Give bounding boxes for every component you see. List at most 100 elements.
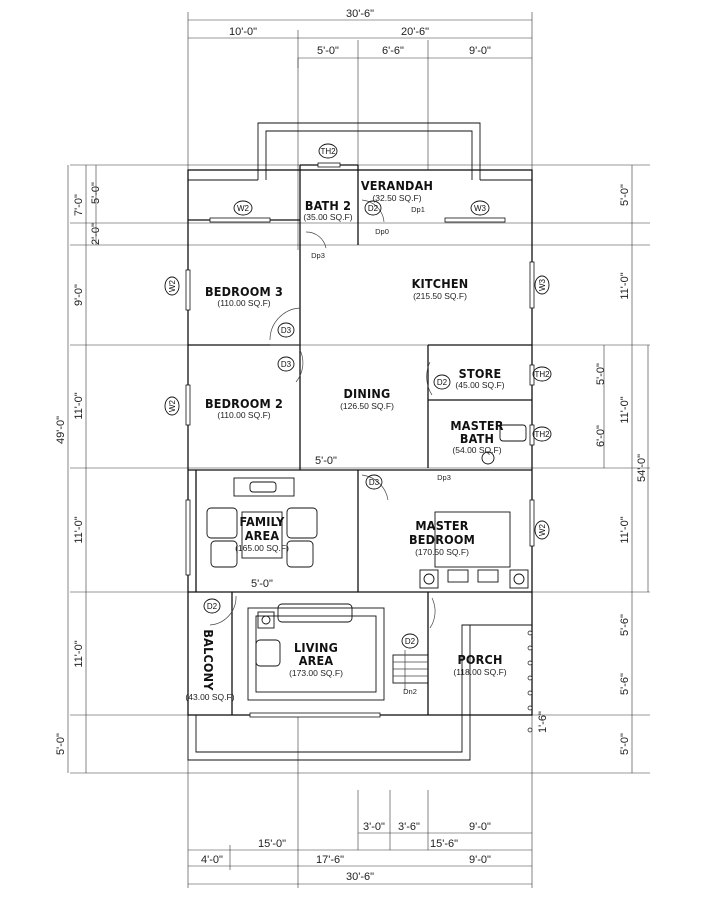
bottom-dim: 3'-6" xyxy=(398,821,420,833)
roof-outline xyxy=(187,122,532,761)
tag-th2: TH2 xyxy=(534,370,550,379)
tag-d2: D2 xyxy=(207,602,218,611)
room-bedroom2-area: (110.00 SQ.F) xyxy=(217,410,270,420)
room-porch-name: PORCH xyxy=(457,652,502,667)
bottom-dimensions: 3'-0" 3'-6" 9'-0" 15'-0" 15'-6" 4'-0" 17… xyxy=(188,821,532,885)
left-dim: 11'-0" xyxy=(73,640,85,667)
tag-dp3: Dp3 xyxy=(437,473,451,482)
bottom-dim: 9'-0" xyxy=(469,821,491,833)
right-dim: 5'-6" xyxy=(619,673,631,695)
left-dim: 5'-0" xyxy=(55,733,67,755)
room-kitchen-name: KITCHEN xyxy=(412,276,469,291)
top-dimensions: 30'-6" 10'-0" 20'-6" 5'-0" 6'-6" 9'-0" xyxy=(188,8,532,68)
top-sub-dim: 5'-0" xyxy=(317,45,339,57)
tag-w2: W2 xyxy=(168,399,177,412)
family-inner-dim: 5'-0" xyxy=(251,578,273,590)
tag-dp0: Dp0 xyxy=(375,227,389,236)
right-dimensions: 5'-0" 11'-0" 5'-0" 11'-0" 6'-0" 54'-0" 1… xyxy=(537,165,649,773)
room-verandah-name: VERANDAH xyxy=(361,178,433,193)
room-verandah-area: (32.50 SQ.F) xyxy=(372,193,421,203)
room-masterbed-area: (170.50 SQ.F) xyxy=(415,547,469,557)
room-kitchen-area: (215.50 SQ.F) xyxy=(413,291,467,301)
tag-w3: W3 xyxy=(474,204,487,213)
top-left-dim: 10'-0" xyxy=(229,26,257,38)
dining-inner-dim: 5'-0" xyxy=(315,455,337,467)
tag-d3: D3 xyxy=(281,326,292,335)
room-family-name: AREA xyxy=(245,528,280,543)
tag-d3: D3 xyxy=(281,360,292,369)
room-bath2-area: (35.00 SQ.F) xyxy=(303,212,352,222)
right-dim: 1'-6" xyxy=(537,711,549,733)
left-dim: 2'-0" xyxy=(90,223,102,245)
tag-w3: W3 xyxy=(538,278,547,291)
right-dim: 11'-0" xyxy=(619,516,631,543)
room-balcony-name: BALCONY xyxy=(201,629,216,691)
room-masterbath-name: BATH xyxy=(460,431,494,446)
room-bedroom2-name: BEDROOM 2 xyxy=(205,396,283,411)
left-dim: 11'-0" xyxy=(73,516,85,543)
room-masterbed-name: BEDROOM xyxy=(409,532,475,547)
top-overall-dim: 30'-6" xyxy=(346,8,374,20)
room-masterbath-name: MASTER xyxy=(450,418,503,433)
tag-w2: W2 xyxy=(168,279,177,292)
room-dining-area: (126.50 SQ.F) xyxy=(340,401,394,411)
right-dim: 6'-0" xyxy=(595,425,607,447)
tag-d2: D2 xyxy=(405,637,416,646)
room-family-area: (165.00 SQ.F) xyxy=(235,543,289,553)
right-dim: 5'-6" xyxy=(619,614,631,636)
left-dimensions: 49'-0" 7'-0" 5'-0" 2'-0" 9'-0" 11'-0" 11… xyxy=(55,165,102,773)
right-dim: 5'-0" xyxy=(619,733,631,755)
room-family-name: FAMILY xyxy=(240,514,286,529)
bottom-dim: 3'-0" xyxy=(363,821,385,833)
room-masterbath-area: (54.00 SQ.F) xyxy=(452,445,501,455)
grid-lines xyxy=(70,12,650,888)
left-dim: 11'-0" xyxy=(73,392,85,419)
right-dim: 11'-0" xyxy=(619,272,631,299)
tag-th2: TH2 xyxy=(534,430,550,439)
room-bedroom3-name: BEDROOM 3 xyxy=(205,284,283,299)
right-dim: 5'-0" xyxy=(619,184,631,206)
porch-stairs xyxy=(392,630,533,733)
right-dim: 11'-0" xyxy=(619,396,631,423)
tag-dn2: Dn2 xyxy=(403,687,417,696)
bottom-dim: 17'-6" xyxy=(316,854,344,866)
bottom-dim: 15'-6" xyxy=(430,838,458,850)
bottom-dim: 9'-0" xyxy=(469,854,491,866)
room-store-name: STORE xyxy=(459,366,502,381)
room-bedroom3-area: (110.00 SQ.F) xyxy=(217,298,270,308)
room-masterbed-name: MASTER xyxy=(415,518,468,533)
tag-d3: D3 xyxy=(369,478,380,487)
right-dim: 5'-0" xyxy=(595,363,607,385)
tag-th2: TH2 xyxy=(320,147,336,156)
left-dim: 9'-0" xyxy=(73,284,85,306)
room-living-name: AREA xyxy=(299,653,334,668)
room-dining-name: DINING xyxy=(344,386,391,401)
bottom-overall-dim: 30'-6" xyxy=(346,871,374,883)
room-balcony-area: (43.00 SQ.F) xyxy=(185,692,234,702)
right-overall-dim: 54'-0" xyxy=(636,454,648,482)
tag-dp1: Dp1 xyxy=(411,205,425,214)
tag-d2: D2 xyxy=(368,204,379,213)
tag-d2: D2 xyxy=(437,378,448,387)
tag-w2: W2 xyxy=(237,204,250,213)
doors xyxy=(209,199,436,629)
opening-tags: TH2 W2 W3 D2 W2 W3 D3 D3 D2 TH2 TH2 W2 D… xyxy=(164,143,552,696)
left-dim: 5'-0" xyxy=(90,182,102,204)
room-living-area: (173.00 SQ.F) xyxy=(289,668,343,678)
tag-w2: W2 xyxy=(538,523,547,536)
bottom-dim: 15'-0" xyxy=(258,838,286,850)
bottom-dim: 4'-0" xyxy=(201,854,223,866)
windows xyxy=(185,162,535,718)
top-sub-dim: 6'-6" xyxy=(382,45,404,57)
room-labels: BATH 2 (35.00 SQ.F) VERANDAH (32.50 SQ.F… xyxy=(185,178,506,702)
furniture xyxy=(206,424,529,701)
top-sub-dim: 9'-0" xyxy=(469,45,491,57)
room-bath2-name: BATH 2 xyxy=(305,198,351,213)
left-dim: 7'-0" xyxy=(73,194,85,216)
room-store-area: (45.00 SQ.F) xyxy=(455,380,504,390)
left-overall-dim: 49'-0" xyxy=(55,416,67,444)
top-right-dim: 20'-6" xyxy=(401,26,429,38)
room-porch-area: (118.00 SQ.F) xyxy=(453,667,506,677)
room-living-name: LIVING xyxy=(294,640,338,655)
